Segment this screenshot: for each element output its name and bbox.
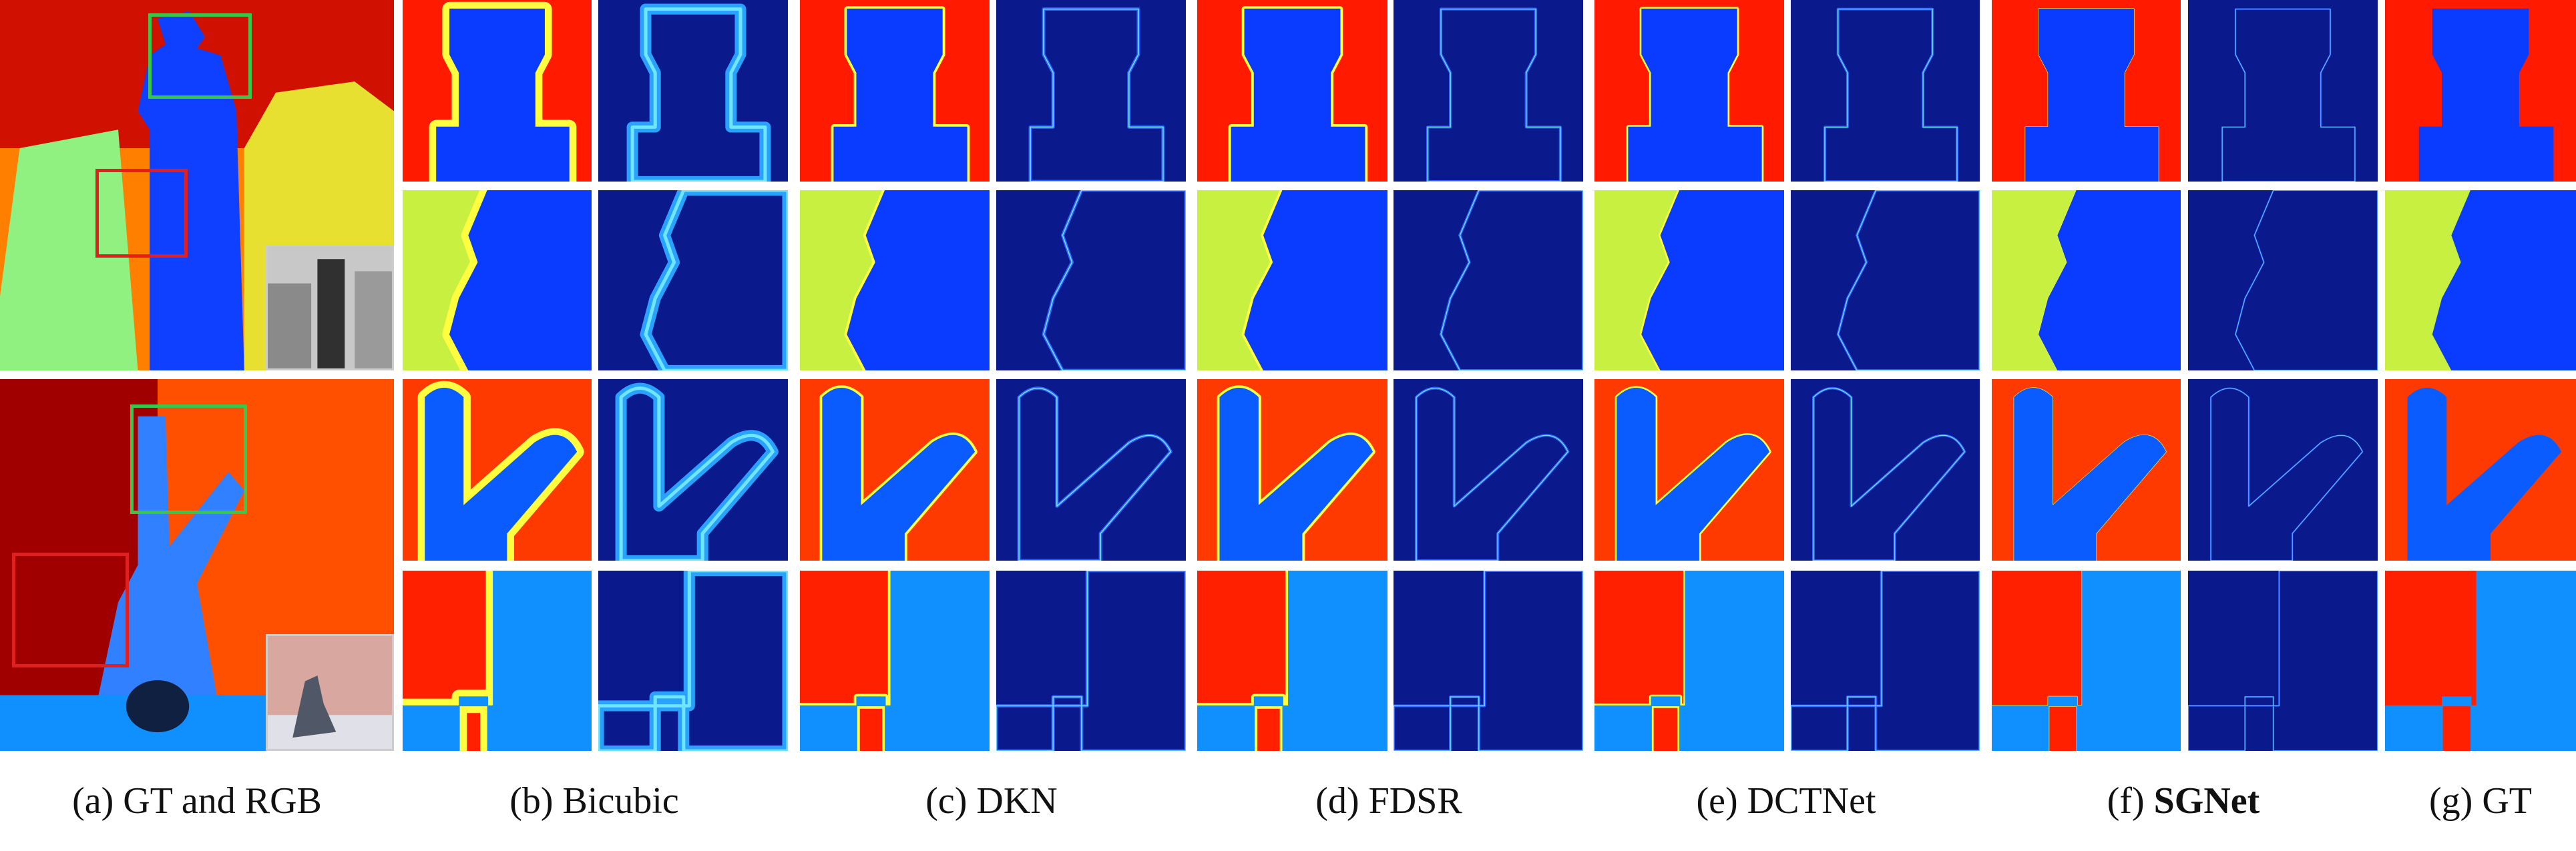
caption-prefix: (b) xyxy=(509,780,563,822)
caption-b: (b) Bicubic xyxy=(509,774,678,828)
error-e-row3 xyxy=(1791,379,1980,561)
caption-prefix: (e) xyxy=(1696,780,1747,822)
caption-prefix: (a) xyxy=(72,780,124,822)
error-d-row2 xyxy=(1393,190,1583,370)
result-g-row2 xyxy=(2385,190,2576,370)
result-f-row1 xyxy=(1992,0,2181,182)
error-f-row4 xyxy=(2188,571,2378,751)
caption-d: (d) FDSR xyxy=(1315,774,1462,828)
caption-prefix: (f) xyxy=(2107,780,2154,822)
error-f-row1 xyxy=(2188,0,2378,182)
error-b-row3 xyxy=(598,379,788,561)
error-e-row2 xyxy=(1791,190,1980,370)
result-b-row1 xyxy=(403,0,592,182)
error-e-row4 xyxy=(1791,571,1980,751)
crop-box-green xyxy=(130,404,247,514)
caption-prefix: (g) xyxy=(2429,780,2483,822)
error-c-row1 xyxy=(996,0,1186,182)
result-b-row4 xyxy=(403,571,592,751)
caption-prefix: (c) xyxy=(925,780,977,822)
error-f-row3 xyxy=(2188,379,2378,561)
result-e-row4 xyxy=(1594,571,1784,751)
gt-full-person xyxy=(0,0,394,370)
caption-method: GT xyxy=(2482,780,2532,822)
caption-method: GT and RGB xyxy=(123,780,322,822)
result-e-row1 xyxy=(1594,0,1784,182)
result-d-row2 xyxy=(1197,190,1387,370)
result-c-row4 xyxy=(800,571,990,751)
result-e-row2 xyxy=(1594,190,1784,370)
result-f-row2 xyxy=(1992,190,2181,370)
result-c-row3 xyxy=(800,379,990,561)
result-f-row3 xyxy=(1992,379,2181,561)
result-f-row4 xyxy=(1992,571,2181,751)
crop-box-red xyxy=(95,169,188,258)
result-d-row1 xyxy=(1197,0,1387,182)
caption-c: (c) DKN xyxy=(925,774,1057,828)
result-c-row2 xyxy=(800,190,990,370)
error-e-row1 xyxy=(1791,0,1980,182)
error-c-row4 xyxy=(996,571,1186,751)
caption-e: (e) DCTNet xyxy=(1696,774,1876,828)
error-d-row3 xyxy=(1393,379,1583,561)
error-c-row2 xyxy=(996,190,1186,370)
error-b-row2 xyxy=(598,190,788,370)
crop-box-red xyxy=(12,553,129,667)
error-f-row2 xyxy=(2188,190,2378,370)
result-c-row1 xyxy=(800,0,990,182)
result-g-row4 xyxy=(2385,571,2576,751)
caption-g: (g) GT xyxy=(2429,774,2532,828)
caption-method: Bicubic xyxy=(562,780,679,822)
result-d-row4 xyxy=(1197,571,1387,751)
result-b-row3 xyxy=(403,379,592,561)
result-b-row2 xyxy=(403,190,592,370)
error-d-row1 xyxy=(1393,0,1583,182)
caption-method: DCTNet xyxy=(1747,780,1876,822)
result-g-row1 xyxy=(2385,0,2576,182)
crop-box-green xyxy=(148,13,252,99)
caption-f: (f) SGNet xyxy=(2107,774,2260,828)
caption-prefix: (d) xyxy=(1315,780,1369,822)
rgb-inset xyxy=(266,634,394,751)
error-b-row1 xyxy=(598,0,788,182)
error-c-row3 xyxy=(996,379,1186,561)
rgb-inset xyxy=(266,245,394,370)
result-d-row3 xyxy=(1197,379,1387,561)
result-e-row3 xyxy=(1594,379,1784,561)
caption-a: (a) GT and RGB xyxy=(72,774,322,828)
error-b-row4 xyxy=(598,571,788,751)
error-d-row4 xyxy=(1393,571,1583,751)
result-g-row3 xyxy=(2385,379,2576,561)
caption-method: SGNet xyxy=(2153,780,2260,822)
caption-method: DKN xyxy=(976,780,1058,822)
caption-method: FDSR xyxy=(1368,780,1462,822)
